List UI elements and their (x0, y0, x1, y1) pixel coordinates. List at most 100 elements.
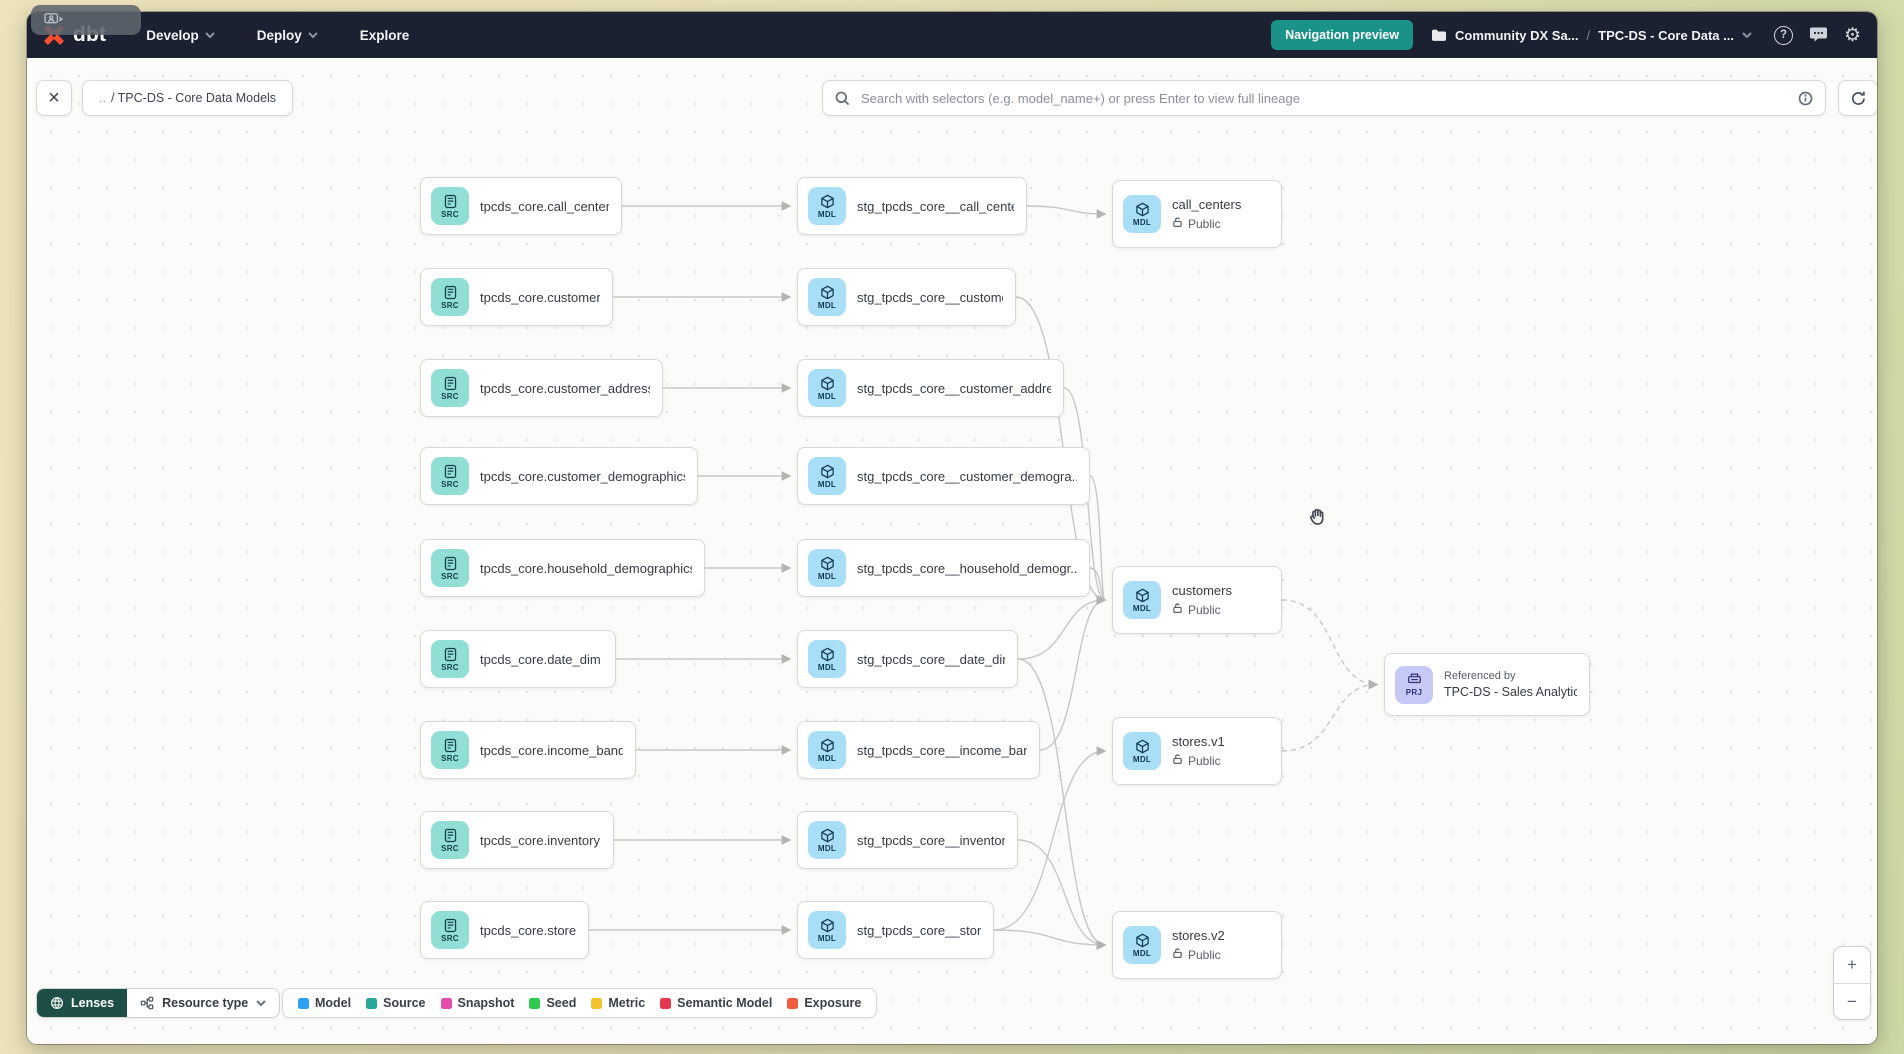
chevron-down-icon[interactable] (1742, 31, 1752, 39)
nav-item-develop[interactable]: Develop (146, 28, 215, 43)
zoom-controls: + − (1833, 946, 1871, 1020)
breadcrumb-up-level[interactable]: .. (99, 91, 106, 105)
node-src_date_dim[interactable]: SRC tpcds_core.date_dim (420, 630, 616, 688)
node-call_centers[interactable]: MDL call_centers Public (1112, 180, 1282, 248)
node-src_customer_address[interactable]: SRC tpcds_core.customer_address (420, 359, 663, 417)
src-badge-icon: SRC (431, 731, 469, 769)
src-badge-icon: SRC (431, 369, 469, 407)
node-text: tpcds_core.call_center (480, 199, 609, 214)
node-text: stores.v2 Public (1172, 928, 1225, 962)
legend-label: Model (315, 996, 352, 1010)
nav-item-label: Develop (146, 27, 199, 43)
node-src_store[interactable]: SRC tpcds_core.store (420, 901, 589, 959)
node-text: stg_tpcds_core__household_demogr... (857, 561, 1077, 576)
node-text: stg_tpcds_core__inventory (857, 833, 1005, 848)
account-name[interactable]: Community DX Sa... (1455, 27, 1579, 43)
lenses-label: Lenses (71, 996, 115, 1010)
access-label: Public (1188, 947, 1221, 962)
refresh-lineage-button[interactable] (1838, 80, 1877, 116)
node-src_customer[interactable]: SRC tpcds_core.customer (420, 268, 613, 326)
node-label: stg_tpcds_core__income_band (857, 742, 1027, 758)
close-lineage-button[interactable]: × (36, 80, 72, 116)
node-text: Referenced by TPC-DS - Sales Analytics (1444, 670, 1577, 699)
node-access: Public (1172, 602, 1232, 617)
zoom-in-button[interactable]: + (1847, 955, 1857, 974)
chevron-down-icon (205, 31, 215, 38)
node-stg_income_band[interactable]: MDL stg_tpcds_core__income_band (797, 721, 1040, 779)
src-badge-icon: SRC (431, 640, 469, 678)
mdl-badge-icon: MDL (808, 640, 846, 678)
node-label: tpcds_core.household_demographics (480, 560, 692, 576)
help-icon[interactable]: ? (1773, 25, 1793, 45)
breadcrumb[interactable]: Community DX Sa... / TPC-DS - Core Data … (1431, 28, 1752, 43)
mdl-badge-icon: MDL (808, 911, 846, 949)
resource-type-dropdown[interactable]: Resource type (127, 989, 280, 1017)
src-badge-icon: SRC (431, 821, 469, 859)
unlock-icon (1172, 602, 1183, 617)
node-text: stg_tpcds_core__customer_demogra... (857, 469, 1077, 484)
node-stg_date_dim[interactable]: MDL stg_tpcds_core__date_dim (797, 630, 1018, 688)
legend-swatch (591, 997, 603, 1009)
legend-item-seed: Seed (529, 996, 576, 1010)
node-stores_v1[interactable]: MDL stores.v1 Public (1112, 717, 1282, 785)
node-src_call_center[interactable]: SRC tpcds_core.call_center (420, 177, 622, 235)
legend-swatch (787, 997, 799, 1009)
legend-label: Source (383, 996, 426, 1010)
nav-item-deploy[interactable]: Deploy (257, 28, 318, 43)
resource-type-label: Resource type (162, 996, 249, 1010)
unlock-icon (1172, 947, 1183, 962)
lenses-button[interactable]: Lenses (37, 989, 128, 1017)
src-badge-icon: SRC (431, 457, 469, 495)
navigation-preview-button[interactable]: Navigation preview (1271, 20, 1413, 50)
node-stg_customer_address[interactable]: MDL stg_tpcds_core__customer_address (797, 359, 1064, 417)
node-text: tpcds_core.date_dim (480, 652, 601, 667)
node-stg_call_center[interactable]: MDL stg_tpcds_core__call_center (797, 177, 1027, 235)
nav-item-explore[interactable]: Explore (360, 28, 410, 43)
header-icons: ? ⚙ (1773, 24, 1861, 46)
legend-swatch (366, 997, 378, 1009)
node-src_household_demographics[interactable]: SRC tpcds_core.household_demographics (420, 539, 705, 597)
zoom-out-button[interactable]: − (1834, 983, 1870, 1019)
node-stores_v2[interactable]: MDL stores.v2 Public (1112, 911, 1282, 979)
node-stg_inventory[interactable]: MDL stg_tpcds_core__inventory (797, 811, 1018, 869)
info-icon[interactable] (1798, 91, 1813, 106)
node-text: tpcds_core.customer (480, 290, 600, 305)
node-stg_customer_demographics[interactable]: MDL stg_tpcds_core__customer_demogra... (797, 447, 1090, 505)
feedback-icon[interactable] (1809, 26, 1828, 44)
node-stg_store[interactable]: MDL stg_tpcds_core__store (797, 901, 994, 959)
search-input[interactable] (859, 89, 1789, 107)
node-referenced_by[interactable]: PRJ Referenced by TPC-DS - Sales Analyti… (1384, 653, 1590, 716)
src-badge-icon: SRC (431, 187, 469, 225)
node-text: tpcds_core.customer_address (480, 381, 650, 396)
src-badge-icon: SRC (431, 278, 469, 316)
node-label: stg_tpcds_core__household_demogr... (857, 560, 1077, 576)
node-text: stg_tpcds_core__date_dim (857, 652, 1005, 667)
header-nav: Develop Deploy Explore (146, 28, 409, 43)
node-access: Public (1172, 216, 1241, 231)
node-text: call_centers Public (1172, 197, 1241, 231)
node-src_inventory[interactable]: SRC tpcds_core.inventory (420, 811, 614, 869)
node-label: tpcds_core.call_center (480, 198, 609, 214)
nav-item-label: Explore (359, 27, 410, 43)
node-label: tpcds_core.date_dim (480, 651, 601, 667)
legend-item-semantic-model: Semantic Model (660, 996, 772, 1010)
node-label: tpcds_core.customer_address (480, 380, 650, 396)
node-label: stg_tpcds_core__customer_demogra... (857, 468, 1077, 484)
lineage-canvas[interactable]: SRC tpcds_core.call_center SRC tpcds_cor… (27, 58, 1877, 1044)
node-stg_household_demographics[interactable]: MDL stg_tpcds_core__household_demogr... (797, 539, 1090, 597)
mdl-badge-icon: MDL (808, 369, 846, 407)
node-label: tpcds_core.customer (480, 289, 600, 305)
lineage-breadcrumb-chip[interactable]: .. / TPC-DS - Core Data Models (82, 80, 294, 116)
node-text: stg_tpcds_core__customer_address (857, 381, 1051, 396)
node-text: tpcds_core.household_demographics (480, 561, 692, 576)
node-label: stores.v1 (1172, 734, 1225, 749)
node-stg_customer[interactable]: MDL stg_tpcds_core__customer (797, 268, 1016, 326)
project-name[interactable]: TPC-DS - Core Data ... (1598, 27, 1734, 43)
node-customers[interactable]: MDL customers Public (1112, 566, 1282, 634)
lineage-search-bar[interactable] (822, 80, 1826, 116)
node-src_customer_demographics[interactable]: SRC tpcds_core.customer_demographics (420, 447, 698, 505)
node-src_income_band[interactable]: SRC tpcds_core.income_band (420, 721, 636, 779)
legend-item-source: Source (366, 996, 426, 1010)
settings-gear-icon[interactable]: ⚙ (1843, 24, 1861, 46)
